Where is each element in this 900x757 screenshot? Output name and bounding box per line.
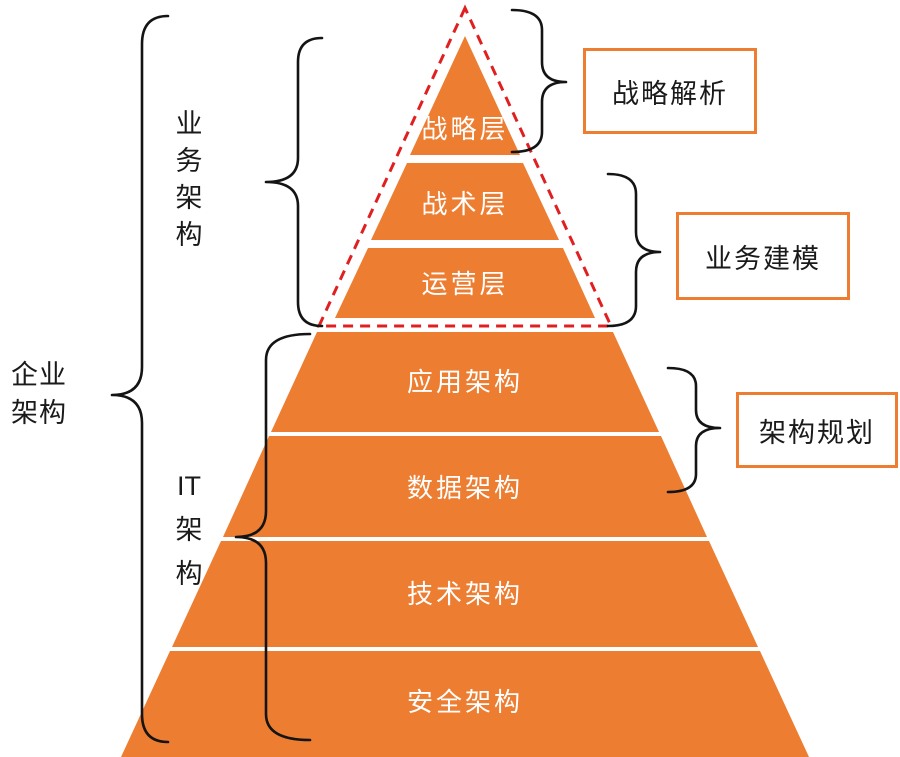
brace-architecture-planning [666, 366, 722, 494]
layer-label-tactic: 战术层 [421, 189, 509, 219]
brace-business-architecture [264, 36, 324, 328]
brace-strategy-analysis [510, 8, 568, 154]
layer-label-operation: 运营层 [421, 269, 509, 299]
layer-shape-technology [172, 541, 758, 647]
business-dashed-triangle [316, 4, 614, 328]
annotation-box-architecture-planning: 架构规划 [736, 392, 898, 468]
layer-label-application: 应用架构 [406, 367, 523, 397]
layer-label-technology: 技术架构 [406, 579, 523, 609]
annotation-box-business-modeling: 业务建模 [676, 212, 850, 300]
brace-business-modeling [606, 172, 662, 328]
layer-label-strategy: 战略层 [421, 114, 509, 144]
layer-label-data: 数据架构 [406, 473, 523, 503]
group-label-it-architecture: IT 架 构 [175, 471, 203, 589]
brace-it-architecture [234, 332, 312, 742]
group-label-enterprise-architecture: 企业 架构 [11, 360, 67, 428]
annotation-box-strategy-analysis: 战略解析 [583, 48, 757, 134]
layer-shape-strategy [410, 36, 520, 155]
layer-shape-security [121, 651, 809, 757]
layer-shape-data [223, 436, 707, 537]
brace-enterprise-architecture [110, 14, 170, 744]
layer-shape-tactic [371, 163, 559, 240]
layer-shape-application [271, 332, 659, 432]
layer-shape-operation [335, 248, 595, 318]
group-label-business-architecture: 业 务 架 构 [175, 109, 203, 250]
layer-label-security: 安全架构 [406, 687, 523, 717]
